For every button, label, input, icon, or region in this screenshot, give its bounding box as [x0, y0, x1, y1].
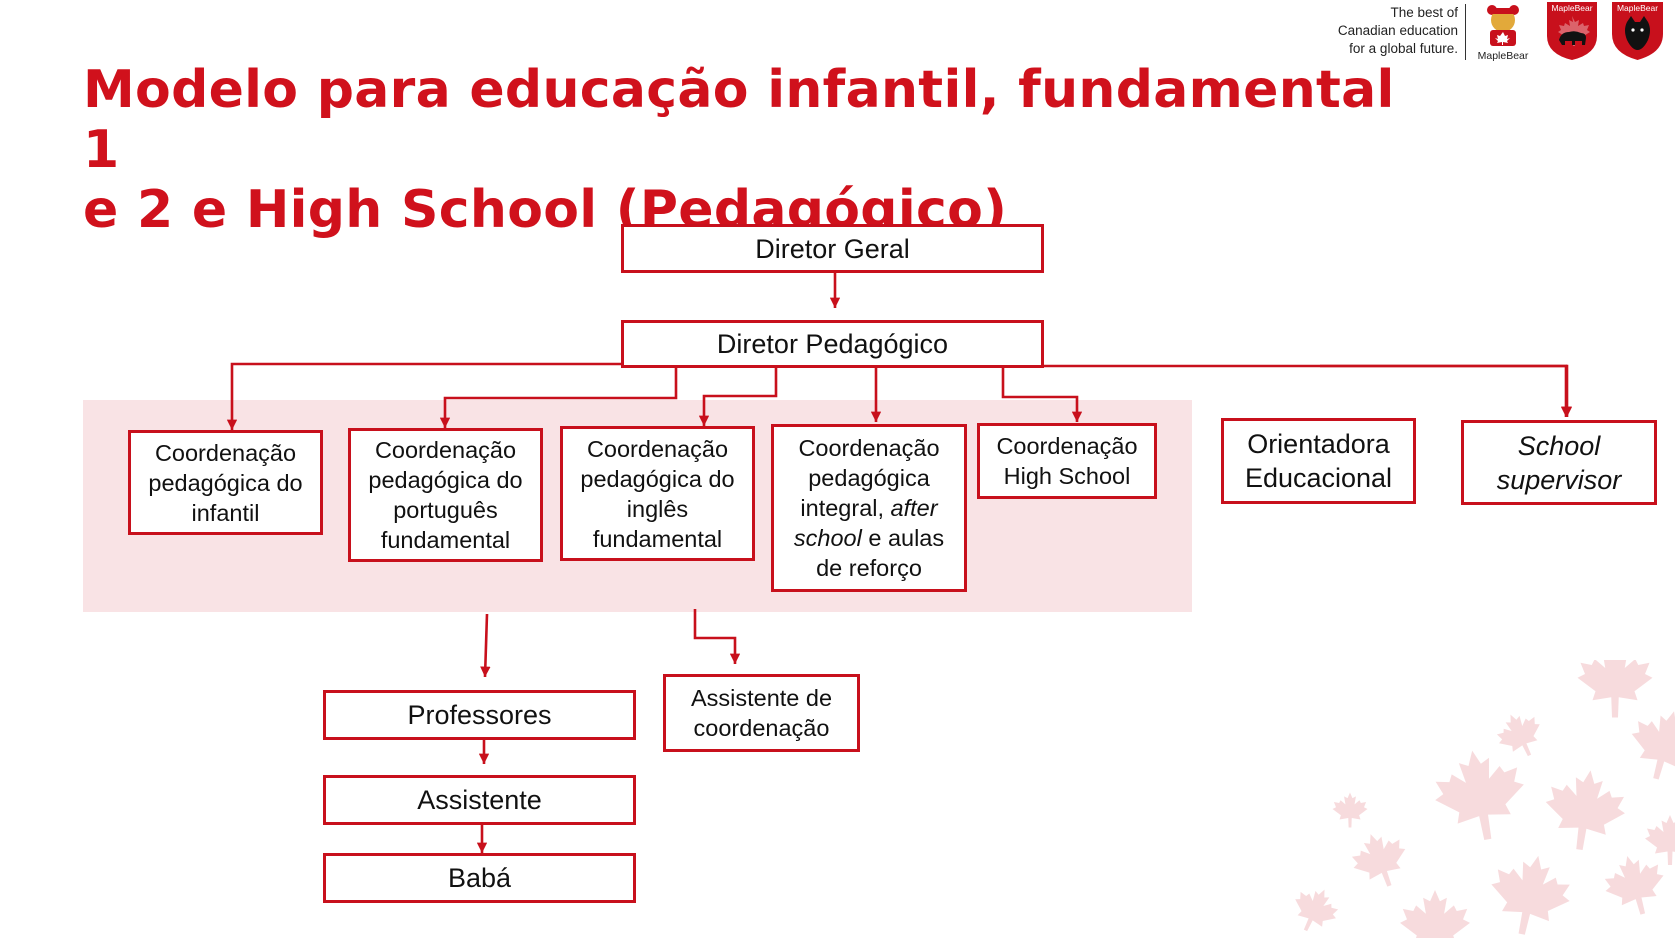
page-title-line-1: Modelo para educação infantil, fundament…: [83, 60, 1395, 180]
box-assistente-coordenacao: Assistente de coordenação: [663, 674, 860, 752]
box-coord-portugues: Coordenação pedagógica do português fund…: [348, 428, 543, 562]
assistente-coordenacao-line-2: coordenação: [693, 715, 830, 741]
maple-bear-shield-logo: MapleBear: [1547, 2, 1597, 60]
connector-to-coord-high-school: [1001, 368, 1083, 422]
coord-infantil-line-3: infantil: [191, 499, 260, 526]
box-diretor-pedagogico-label: Diretor Pedagógico: [716, 329, 949, 359]
maple-bear-high-school-logo: MapleBear: [1612, 2, 1663, 60]
coord-integral-line-4b: e aulas: [861, 525, 945, 551]
orientadora-line-2: Educacional: [1244, 463, 1393, 493]
connector-to-assistente-coordenacao: [693, 609, 741, 664]
coord-ingles-line-1: Coordenação: [586, 435, 729, 462]
coord-ingles-line-4: fundamental: [592, 525, 723, 552]
logo-caption-3: MapleBear: [1617, 3, 1658, 13]
box-orientadora-educacional: Orientadora Educacional: [1221, 418, 1416, 504]
box-baba: Babá: [323, 853, 636, 903]
coord-ingles-line-3: inglês: [626, 495, 689, 522]
coord-high-school-line-1: Coordenação: [996, 433, 1138, 459]
connector-to-coord-infantil: [226, 362, 622, 430]
coord-portugues-line-2: pedagógica do: [368, 467, 523, 493]
connector-to-coord-ingles: [698, 368, 778, 426]
logo-caption-2: MapleBear: [1551, 3, 1592, 13]
box-coord-high-school: Coordenação High School: [977, 423, 1157, 499]
coord-portugues-line-1: Coordenação: [374, 437, 517, 463]
box-school-supervisor: School supervisor: [1461, 420, 1657, 505]
coord-integral-line-4a: school: [793, 525, 862, 551]
connector-to-orientadora: [1043, 364, 1573, 417]
tagline-line-2: Canadian education: [1337, 23, 1458, 38]
coord-integral-line-2: pedagógica: [808, 465, 930, 491]
box-professores: Professores: [323, 690, 636, 740]
box-diretor-geral-label: Diretor Geral: [755, 233, 910, 264]
assistente-label: Assistente: [417, 785, 542, 815]
coord-integral-line-3a: integral,: [800, 495, 891, 521]
coord-infantil-line-1: Coordenação: [154, 439, 297, 466]
baba-label: Babá: [447, 863, 512, 893]
coord-ingles-line-2: pedagógica do: [580, 465, 735, 492]
connector-trunk-to-supervisor: [1320, 364, 1572, 417]
school-supervisor-line-1: School: [1517, 430, 1601, 461]
box-coord-infantil: Coordenação pedagógica do infantil: [128, 430, 323, 535]
coord-integral-line-3: integral, after: [794, 493, 944, 523]
professores-label: Professores: [407, 700, 552, 730]
box-coord-integral: Coordenação pedagógica integral, after s…: [771, 424, 967, 592]
assistente-coordenacao-line-1: Assistente de: [690, 685, 833, 711]
coord-high-school-line-2: High School: [1003, 463, 1131, 489]
box-diretor-pedagogico: Diretor Pedagógico: [621, 320, 1044, 368]
orientadora-line-1: Orientadora: [1247, 429, 1390, 459]
logo-caption-1: MapleBear: [1478, 50, 1529, 62]
tagline: The best of Canadian education for a glo…: [1280, 4, 1458, 58]
box-coord-ingles: Coordenação pedagógica do inglês fundame…: [560, 426, 755, 561]
coord-integral-line-1: Coordenação: [798, 435, 940, 461]
maple-bear-mascot-logo: MapleBear: [1478, 5, 1529, 62]
box-diretor-geral: Diretor Geral: [621, 224, 1044, 273]
coord-integral-line-3b: after: [890, 495, 938, 521]
connector-to-professores: [480, 613, 491, 678]
coord-integral-line-5: de reforço: [816, 555, 922, 581]
coord-portugues-line-3: português: [393, 497, 498, 523]
box-assistente: Assistente: [323, 775, 636, 825]
school-supervisor-line-2: supervisor: [1496, 464, 1622, 495]
coord-infantil-line-2: pedagógica do: [148, 469, 303, 496]
tagline-divider: [1465, 4, 1466, 60]
page-title: Modelo para educação infantil, fundament…: [83, 60, 1413, 240]
connector-to-coord-portugues: [439, 368, 678, 428]
coord-integral-line-4: school e aulas: [794, 523, 944, 553]
tagline-line-1: The best of: [1390, 5, 1458, 20]
tagline-line-3: for a global future.: [1349, 41, 1458, 56]
coord-portugues-line-4: fundamental: [380, 527, 511, 553]
